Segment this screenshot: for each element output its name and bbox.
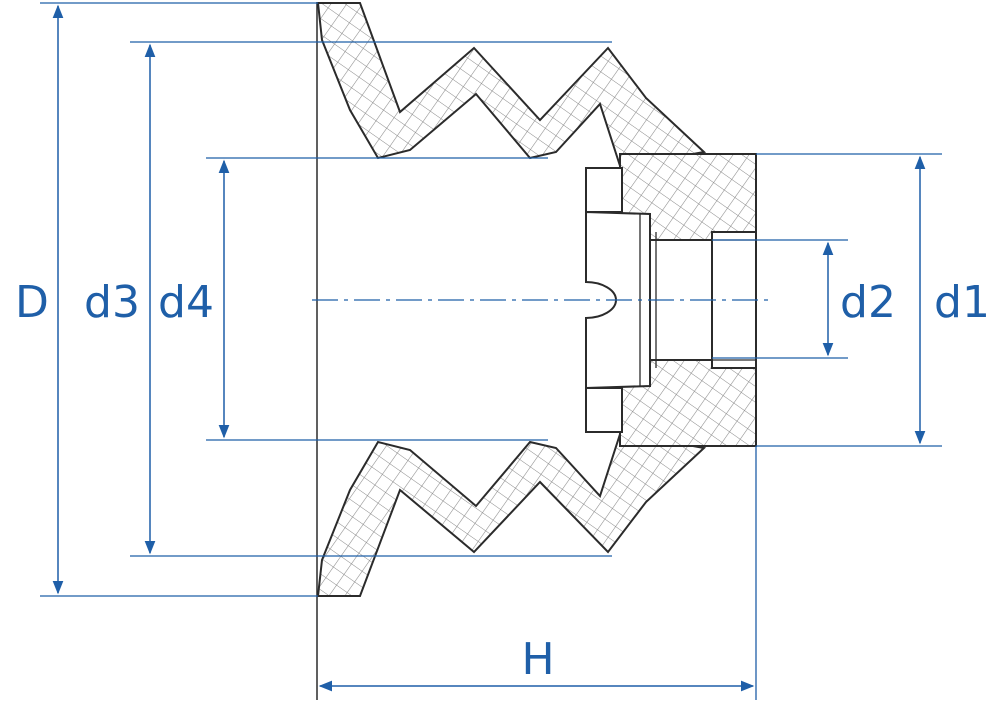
label-d2: d2 xyxy=(840,277,896,328)
label-d1: d1 xyxy=(934,277,990,328)
bellows-lower-wall xyxy=(316,426,707,597)
bellows-upper-wall xyxy=(316,1,707,174)
extension-lines xyxy=(40,2,942,700)
label-D: D xyxy=(15,277,49,328)
label-H: H xyxy=(521,634,554,685)
dimension-lines xyxy=(52,4,926,692)
label-d3: d3 xyxy=(84,277,140,328)
label-d4: d4 xyxy=(158,277,214,328)
